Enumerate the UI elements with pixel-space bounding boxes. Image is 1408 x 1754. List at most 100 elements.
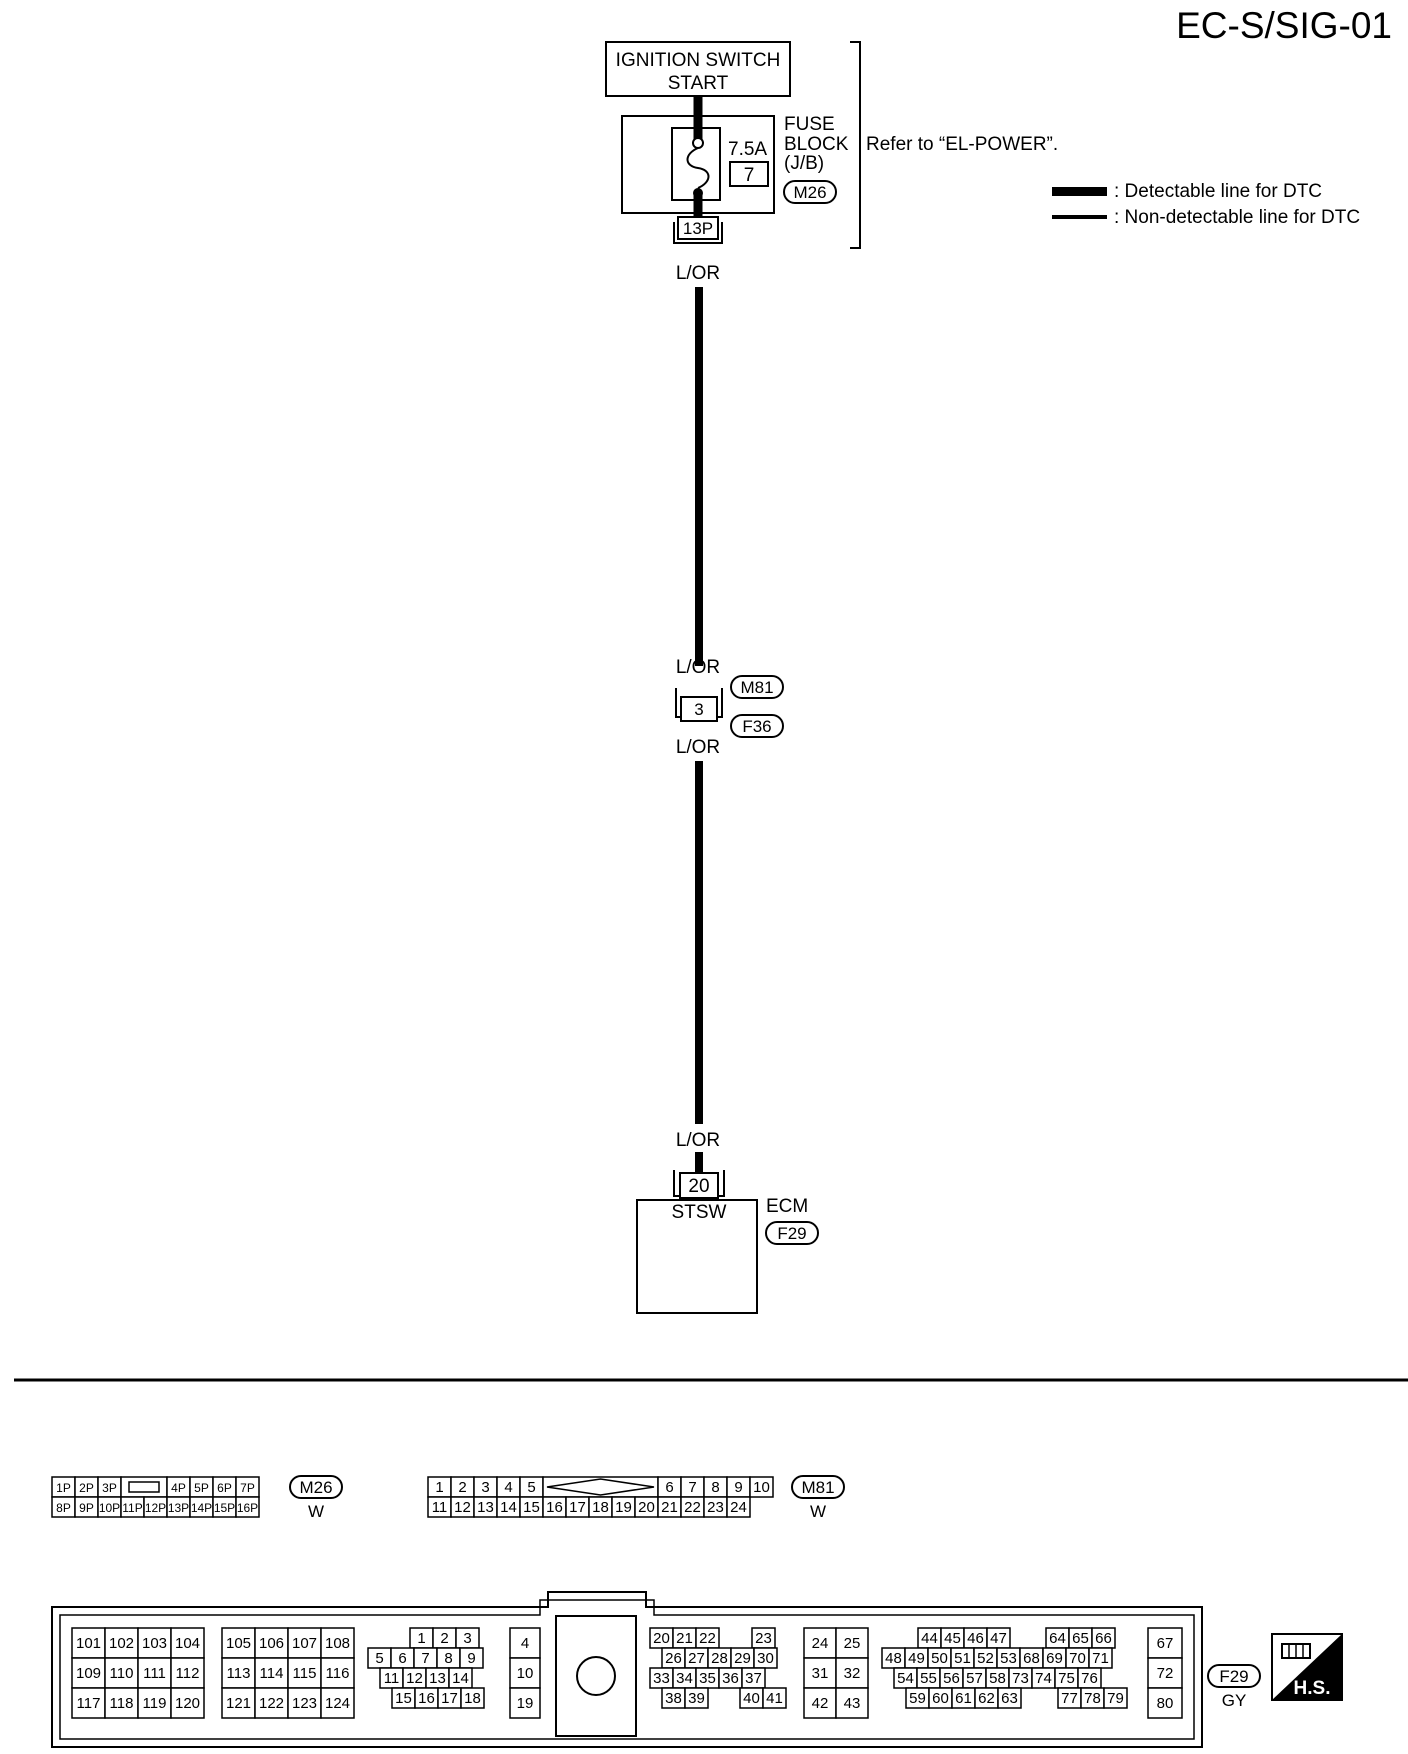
pin-number: 60 [932, 1690, 949, 1707]
pin-number: 2 [440, 1630, 448, 1647]
connector-pin: 17 [565, 1496, 590, 1518]
pin-number: 108 [325, 1635, 350, 1652]
pin-number: 18 [464, 1690, 481, 1707]
connector-pin: 4 [509, 1627, 541, 1659]
connector-pin: 10 [509, 1657, 541, 1689]
detectable-line-swatch [1052, 187, 1107, 196]
ecm-connector-badge [765, 1221, 819, 1245]
wire-color-label: L/OR [676, 657, 720, 678]
connector-pin: 18 [460, 1687, 485, 1709]
connector-pin: 2 [450, 1476, 475, 1498]
connector-color: GY [1222, 1691, 1247, 1710]
connector-pin: 34 [672, 1667, 697, 1689]
connector-pin: 41 [762, 1687, 787, 1709]
connector-pin: 20 [649, 1627, 674, 1649]
pin-number: 12 [454, 1499, 471, 1516]
connector-pin: 3 [473, 1476, 498, 1498]
connector-pin: 101 [71, 1627, 106, 1659]
pin-number: 55 [920, 1670, 937, 1687]
pin-number: 10 [753, 1479, 770, 1496]
pin-number: 52 [977, 1650, 994, 1667]
connector-pin: 64 [1045, 1627, 1070, 1649]
connector-pin: 19 [509, 1687, 541, 1719]
connector-pin: 51 [950, 1647, 975, 1669]
pin-number: 41 [766, 1690, 783, 1707]
pin-number: 3 [463, 1630, 471, 1647]
pin-number: 111 [143, 1665, 166, 1682]
connector-pin: 20 [634, 1496, 659, 1518]
hs-triangle [1272, 1634, 1342, 1700]
fuse-block: 7.5A 7 FUSE BLOCK (J/B) M26 13P Refer to… [621, 41, 1058, 249]
connector-pin: 33 [649, 1667, 674, 1689]
pin-number: 49 [908, 1650, 925, 1667]
connector-pin: 12 [402, 1667, 427, 1689]
wire-color-label: L/OR [676, 1130, 720, 1151]
connector-pin: 17 [437, 1687, 462, 1709]
pin-number: 53 [1000, 1650, 1017, 1667]
pin-number: 69 [1046, 1650, 1063, 1667]
pin-number: 7P [240, 1481, 255, 1495]
connector-pin: 116 [320, 1657, 355, 1689]
pin-number: 22 [684, 1499, 701, 1516]
pin-number: 64 [1049, 1630, 1066, 1647]
connector-pin: 53 [996, 1647, 1021, 1669]
connector-pin: 15 [391, 1687, 416, 1709]
connector-pin: 8 [436, 1647, 461, 1669]
pin-number: 23 [707, 1499, 724, 1516]
pin-number: 73 [1012, 1670, 1029, 1687]
connector-pin: 106 [254, 1627, 289, 1659]
connector-pin: 115 [287, 1657, 322, 1689]
pin-number: 10P [99, 1501, 120, 1515]
connector-pin: 28 [707, 1647, 732, 1669]
pin-number: 7 [688, 1479, 696, 1496]
connector-pin: 4P [166, 1476, 191, 1498]
pin-number: 7 [421, 1650, 429, 1667]
pin-number: 105 [226, 1635, 251, 1652]
connector-pin: 38 [661, 1687, 686, 1709]
pin-number: 24 [812, 1635, 829, 1652]
pin-number: 13P [168, 1501, 189, 1515]
connector-pin: 118 [104, 1687, 139, 1719]
pin-number: 2P [79, 1481, 94, 1495]
pin-number: 12 [406, 1670, 423, 1687]
pin-number: 122 [259, 1695, 284, 1712]
connector-pin: 111 [137, 1657, 172, 1689]
connector-pin: 24 [803, 1627, 837, 1659]
pin-number: 17 [441, 1690, 458, 1707]
pin-number: 32 [844, 1665, 861, 1682]
connector-pin: 5P [189, 1476, 214, 1498]
refer-text: Refer to “EL-POWER”. [866, 134, 1058, 155]
connector-pin: 7 [680, 1476, 705, 1498]
pin-number: 25 [844, 1635, 861, 1652]
connector-key-slot [128, 1481, 160, 1493]
pin-number: 124 [325, 1695, 350, 1712]
pin-number: 8 [444, 1650, 452, 1667]
pin-number: 24 [730, 1499, 747, 1516]
connector-pin: 105 [221, 1627, 256, 1659]
pin-number: 68 [1023, 1650, 1040, 1667]
ignition-switch-state: START [668, 73, 729, 94]
connector-pin: 36 [718, 1667, 743, 1689]
connector-pin: 23 [751, 1627, 776, 1649]
pin-number: 59 [909, 1690, 926, 1707]
pin-number: 29 [734, 1650, 751, 1667]
connector-pin: 13 [473, 1496, 498, 1518]
fuse-block-label-3: (J/B) [784, 153, 824, 174]
connector-pin: 13 [425, 1667, 450, 1689]
fuse-block-label-2: BLOCK [784, 134, 849, 155]
pin-number: 72 [1157, 1665, 1174, 1682]
connector-pin: 63 [997, 1687, 1022, 1709]
pin-number: 8P [56, 1501, 71, 1515]
connector-pin: 30 [753, 1647, 778, 1669]
connector-pin: 8P [51, 1496, 76, 1518]
connector-pin: 21 [657, 1496, 682, 1518]
pin-number: 12P [145, 1501, 166, 1515]
pin-number: 10 [517, 1665, 534, 1682]
connector-pin: 77 [1057, 1687, 1082, 1709]
connector-pin: 12P [143, 1496, 168, 1518]
connector-pin: 29 [730, 1647, 755, 1669]
pin-number: 109 [76, 1665, 101, 1682]
pin-number: 8 [711, 1479, 719, 1496]
connector-pin: 122 [254, 1687, 289, 1719]
